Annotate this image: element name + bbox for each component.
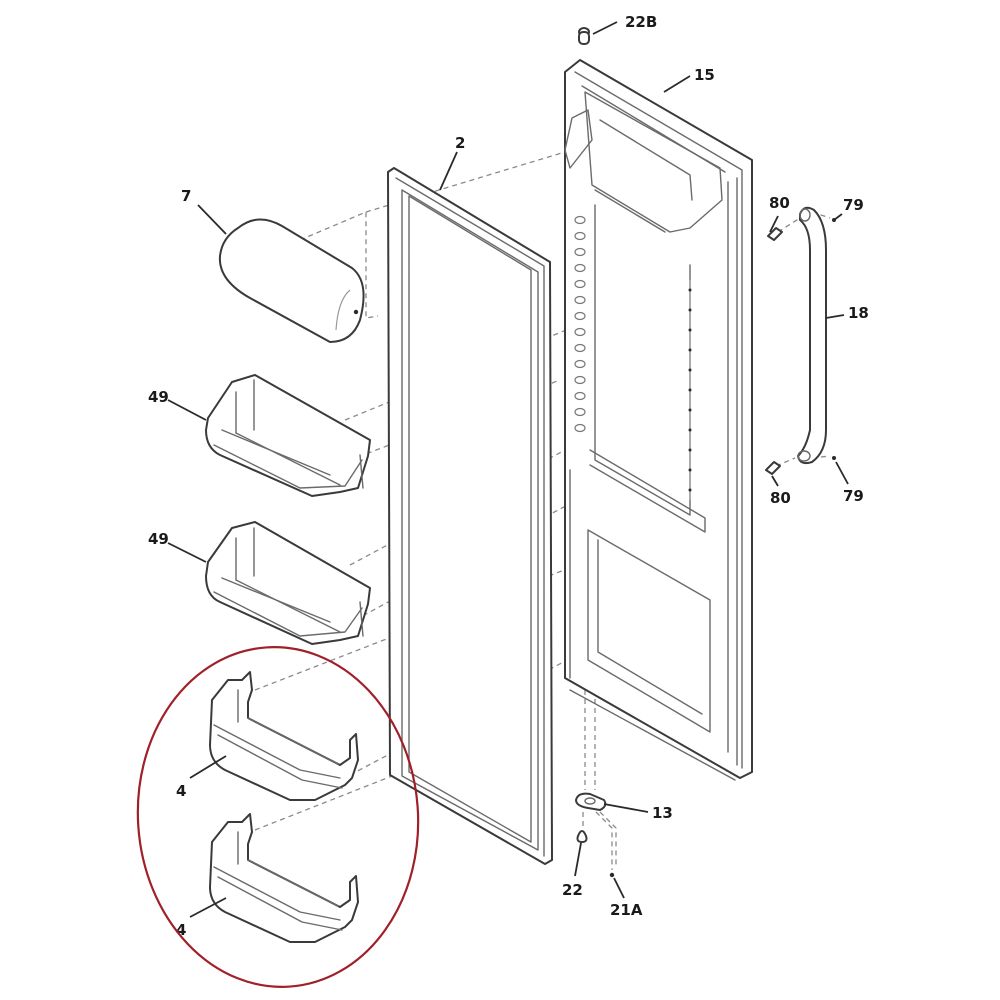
callout-80-bottom: 80 [770, 489, 791, 507]
screw-cap-bottom-part-80 [765, 461, 781, 475]
door-stop-pin-top-part-22B [578, 27, 590, 45]
hinge-screw-part-21A [609, 872, 615, 878]
callout-4-lower: 4 [176, 921, 186, 939]
callout-4-upper: 4 [176, 782, 186, 800]
screw-cap-top-part-80 [767, 227, 783, 241]
screw-bottom-part-79 [832, 456, 836, 460]
callout-49-middle: 49 [148, 530, 169, 548]
callout-15: 15 [694, 66, 715, 84]
door-liner-part-15[interactable] [564, 59, 753, 781]
callout-7: 7 [181, 187, 191, 205]
callout-13: 13 [652, 804, 673, 822]
hardware-parts [575, 27, 836, 878]
door-gasket-part-2[interactable] [387, 167, 553, 865]
callout-79-top: 79 [843, 196, 864, 214]
callout-21A: 21A [610, 901, 643, 919]
callout-79-bottom: 79 [843, 487, 864, 505]
dairy-door-part-7[interactable] [218, 218, 365, 343]
callout-22B: 22B [625, 13, 657, 31]
door-stop-pin-bottom-part-22 [576, 830, 588, 843]
callout-18: 18 [848, 304, 869, 322]
door-bin-middle-part-49[interactable] [205, 521, 371, 645]
door-shelf-bin-upper-part-4[interactable] [209, 671, 359, 801]
door-handle-part-18[interactable] [797, 206, 827, 465]
callout-49-upper: 49 [148, 388, 169, 406]
hinge-bracket-part-13 [575, 792, 607, 811]
callout-2: 2 [455, 134, 465, 152]
door-bin-upper-part-49[interactable] [205, 374, 371, 497]
callout-labels: 22B 15 2 7 80 79 18 49 80 79 49 4 13 4 2… [148, 13, 869, 939]
callout-22: 22 [562, 881, 583, 899]
door-shelf-bin-lower-part-4[interactable] [209, 813, 359, 943]
highlight-circle [136, 646, 420, 988]
callout-80-top: 80 [769, 194, 790, 212]
shelf-rail-holes [574, 215, 692, 492]
leader-lines [167, 21, 849, 918]
